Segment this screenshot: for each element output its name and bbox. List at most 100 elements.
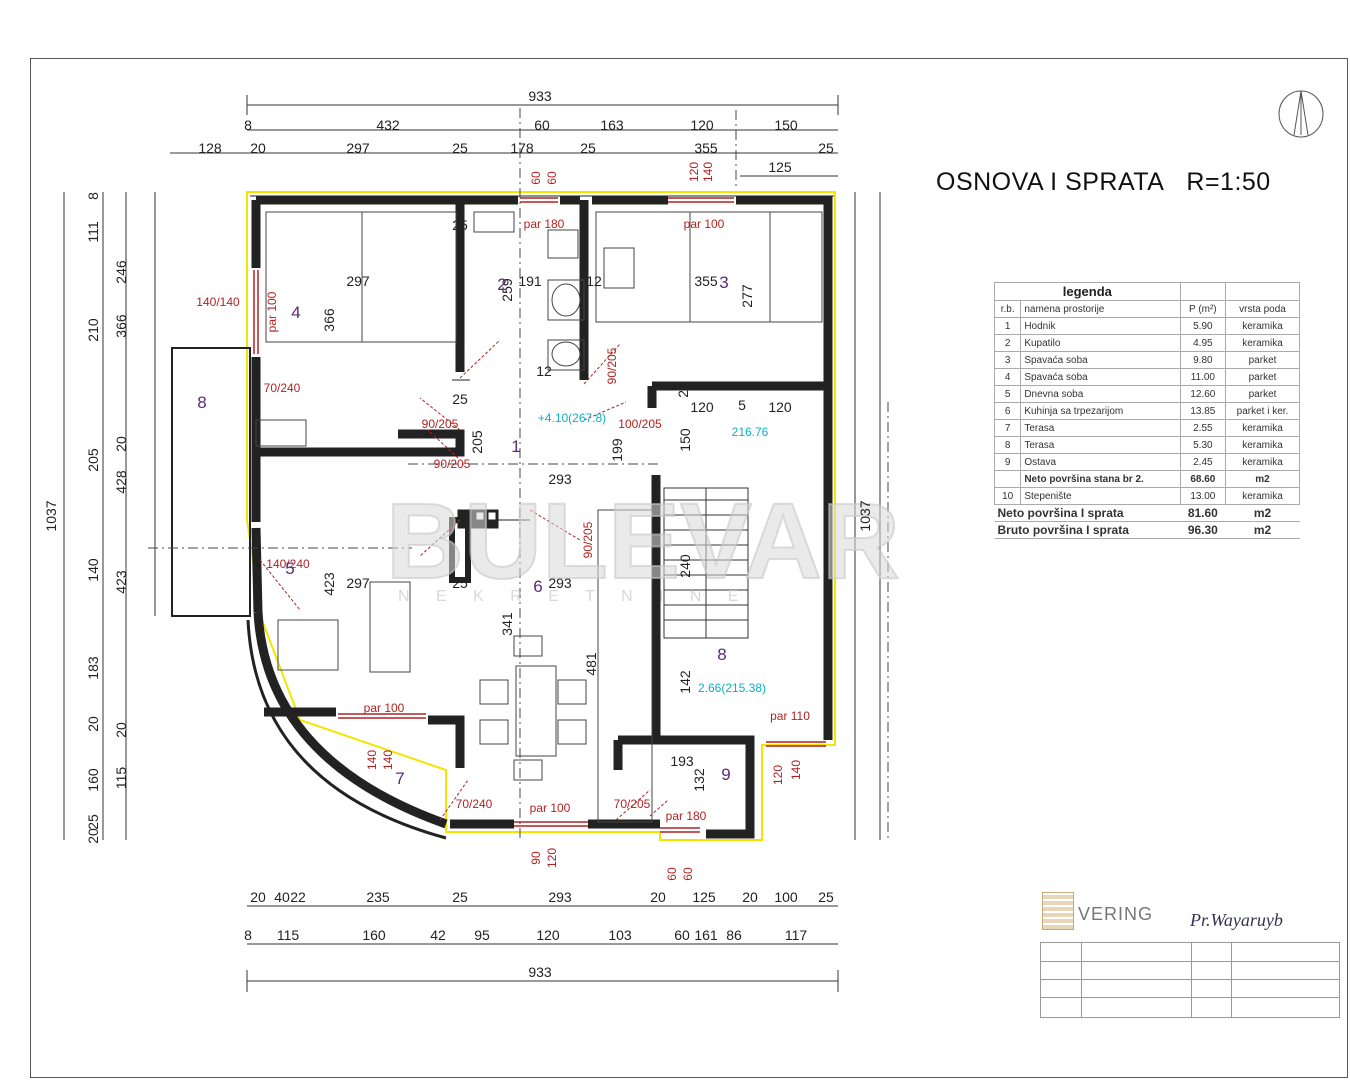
dimension-label: 8	[85, 192, 101, 200]
room-number: 8	[717, 645, 726, 664]
dimension-label: 1037	[857, 500, 873, 531]
legend-cell: 9.80	[1179, 351, 1227, 369]
legend-cell: 2	[993, 334, 1022, 352]
opening-label: 90	[529, 851, 543, 865]
opening-label: par 180	[666, 809, 707, 823]
room-number: 2	[497, 275, 506, 294]
legend-cell: Kuhinja sa trpezarijom	[1020, 402, 1181, 420]
dimension-label: 25	[452, 217, 468, 233]
legend-cell: 13.85	[1179, 402, 1227, 420]
dimension-label: 60	[534, 117, 550, 133]
opening-label: 60	[529, 171, 543, 185]
room-number: 7	[395, 769, 404, 788]
dimension-label: 100	[774, 889, 798, 905]
room-number: 5	[285, 559, 294, 578]
dimension-label: 8	[244, 117, 252, 133]
dimension-label: 8	[244, 927, 252, 943]
dimension-label: 60	[674, 927, 690, 943]
dimension-label: 161	[694, 927, 718, 943]
dimension-label: 297	[346, 273, 370, 289]
legend-cell: 7	[993, 419, 1022, 437]
dimension-label: 423	[113, 570, 129, 594]
opening-label: 120	[545, 848, 559, 868]
legend-cell: 5	[993, 385, 1022, 403]
company-brand: VERING	[1078, 904, 1154, 924]
dimension-label: 20	[742, 889, 758, 905]
dimension-label: 423	[321, 572, 337, 596]
legend-cell: 1	[993, 317, 1022, 335]
legend-cell: parket	[1225, 368, 1300, 386]
opening-label: 70/240	[456, 797, 493, 811]
dimension-label: 25	[452, 575, 468, 591]
dimension-label: 246	[113, 260, 129, 284]
dimension-label: 205	[469, 430, 485, 454]
dimension-label: 1037	[43, 500, 59, 531]
legend-cell: parket	[1225, 351, 1300, 369]
legend-cell: 12.60	[1179, 385, 1227, 403]
legend-cell	[993, 470, 1022, 488]
dimension-label: 210	[85, 318, 101, 342]
dimension-label: 366	[113, 314, 129, 338]
dimension-label: 259	[499, 278, 515, 302]
legend-cell: Spavaća soba	[1020, 351, 1181, 369]
dimension-label: 20	[250, 140, 266, 156]
legend-cell: Spavaća soba	[1020, 368, 1181, 386]
dimension-label: 160	[362, 927, 386, 943]
dimension-lines	[63, 95, 881, 992]
dimension-label: 25	[452, 140, 468, 156]
legend-header-area: P (m²)	[1179, 300, 1227, 318]
dimension-label: 42	[430, 927, 446, 943]
dimension-label: 183	[85, 656, 101, 680]
dimension-label: 117	[785, 927, 808, 943]
room-number: 1	[511, 437, 520, 456]
dimension-label: 293	[548, 889, 572, 905]
legend-cell: Dnevna soba	[1020, 385, 1181, 403]
dimension-label: 193	[670, 753, 694, 769]
dimension-label: 933	[528, 88, 552, 104]
room-number: 9	[721, 765, 730, 784]
dimension-label: 12	[586, 273, 602, 289]
title-block: VERING Pr.Wayaruyb	[1040, 890, 1340, 1018]
legend-cell: keramika	[1225, 436, 1300, 454]
opening-label: par 100	[530, 801, 571, 815]
legend-cell: 2.45	[1179, 453, 1227, 471]
legend-cell: 96.30	[1180, 521, 1226, 539]
dimension-label: 40	[274, 889, 290, 905]
dimension-label: 120	[536, 927, 560, 943]
dimension-label: 142	[677, 670, 693, 694]
room-number: 4	[291, 303, 300, 322]
wall-hatch	[250, 195, 834, 583]
legend-header-name: namena prostorije	[1020, 300, 1181, 318]
legend-cell: parket i ker.	[1225, 402, 1300, 420]
room-number: 3	[719, 273, 728, 292]
dimension-label: 20	[650, 889, 666, 905]
legend-cell: 2.55	[1179, 419, 1227, 437]
dimension-label: 111	[85, 221, 101, 242]
opening-label: par 100	[684, 217, 725, 231]
dimension-label: 95	[474, 927, 490, 943]
legend-cell: 10	[993, 487, 1022, 505]
north-arrow-icon	[1278, 90, 1324, 138]
level-label: 2.66(215.38)	[698, 681, 766, 695]
legend-cell: keramika	[1225, 334, 1300, 352]
dimension-label: 103	[608, 927, 632, 943]
dimension-label: 293	[548, 575, 572, 591]
watermark-sub: N E K R E T N I N E	[398, 588, 750, 605]
legend-cell: Terasa	[1020, 436, 1181, 454]
dimension-label: 297	[346, 140, 370, 156]
dimension-label: 120	[768, 399, 792, 415]
opening-label: 140/140	[196, 295, 240, 309]
dimension-label: 20	[113, 436, 129, 452]
furniture	[255, 211, 823, 823]
legend-cell: Terasa	[1020, 419, 1181, 437]
dimension-label: 428	[113, 470, 129, 494]
dimension-label: 355	[694, 273, 718, 289]
dimension-label: 235	[366, 889, 390, 905]
reference-lines	[148, 108, 889, 840]
